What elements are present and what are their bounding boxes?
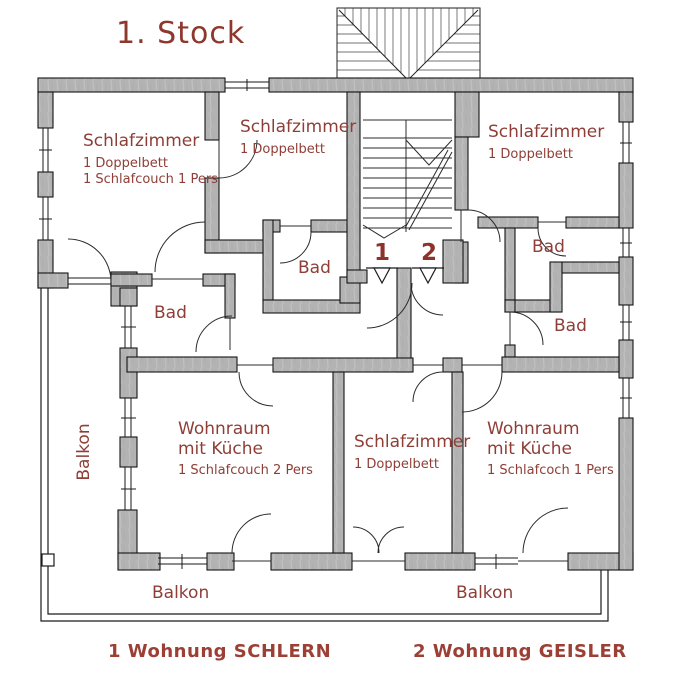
balkon-label-bottom-left: Balkon: [152, 583, 210, 603]
room-label-schlafzimmer-top-right: Schlafzimmer 1 Doppelbett: [488, 122, 605, 162]
balkon-label-left: Balkon: [74, 423, 95, 481]
room-label-schlafzimmer-bottom: Schlafzimmer 1 Doppelbett: [354, 432, 471, 472]
room-name: Schlafzimmer: [83, 131, 200, 151]
room-label-bad-mid: Bad: [298, 258, 331, 278]
room-detail: 1 Schlafcouch 1 Pers: [83, 172, 218, 188]
room-detail: 1 Doppelbett: [488, 146, 573, 162]
entry-number-1: 1: [374, 240, 391, 266]
entry-markers: [366, 267, 444, 285]
balcony-outline: [40, 288, 609, 622]
walls: [37, 77, 634, 571]
room-label-bad-left: Bad: [154, 303, 187, 323]
room-name: Wohnraum: [178, 419, 271, 439]
room-label-wohnraum-left: Wohnraum mit Küche 1 Schlafcouch 2 Pers: [178, 419, 313, 479]
balkon-label-bottom-right: Balkon: [456, 583, 514, 603]
room-name: Schlafzimmer: [354, 432, 471, 452]
roof-canopy: [336, 7, 481, 81]
windows: [39, 79, 632, 569]
room-detail: 1 Doppelbett: [240, 141, 325, 157]
room-name: Wohnraum: [487, 419, 580, 439]
doors: [67, 139, 569, 562]
caption-apartment-1: 1 Wohnung SCHLERN: [108, 641, 332, 662]
room-detail: 1 Schlafcouch 2 Pers: [178, 463, 313, 479]
room-name: mit Küche: [178, 438, 264, 459]
room-detail: 1 Doppelbett: [83, 155, 168, 171]
room-name: Schlafzimmer: [240, 117, 357, 137]
staircase: [362, 119, 453, 239]
room-name: mit Küche: [487, 438, 573, 459]
room-label-schlafzimmer-top-mid: Schlafzimmer 1 Doppelbett: [240, 117, 357, 157]
room-label-bad-right-upper: Bad: [532, 237, 565, 257]
page-title: 1. Stock: [116, 16, 246, 51]
room-label-schlafzimmer-top-left: Schlafzimmer 1 Doppelbett 1 Schlafcouch …: [83, 131, 218, 188]
room-label-wohnraum-right: Wohnraum mit Küche 1 Schlafcoch 1 Pers: [487, 419, 614, 479]
room-name: Schlafzimmer: [488, 122, 605, 142]
entry-number-2: 2: [421, 240, 438, 266]
room-label-bad-right-lower: Bad: [554, 316, 587, 336]
caption-apartment-2: 2 Wohnung GEISLER: [413, 641, 627, 662]
room-detail: 1 Doppelbett: [354, 456, 439, 472]
room-detail: 1 Schlafcoch 1 Pers: [487, 463, 614, 479]
